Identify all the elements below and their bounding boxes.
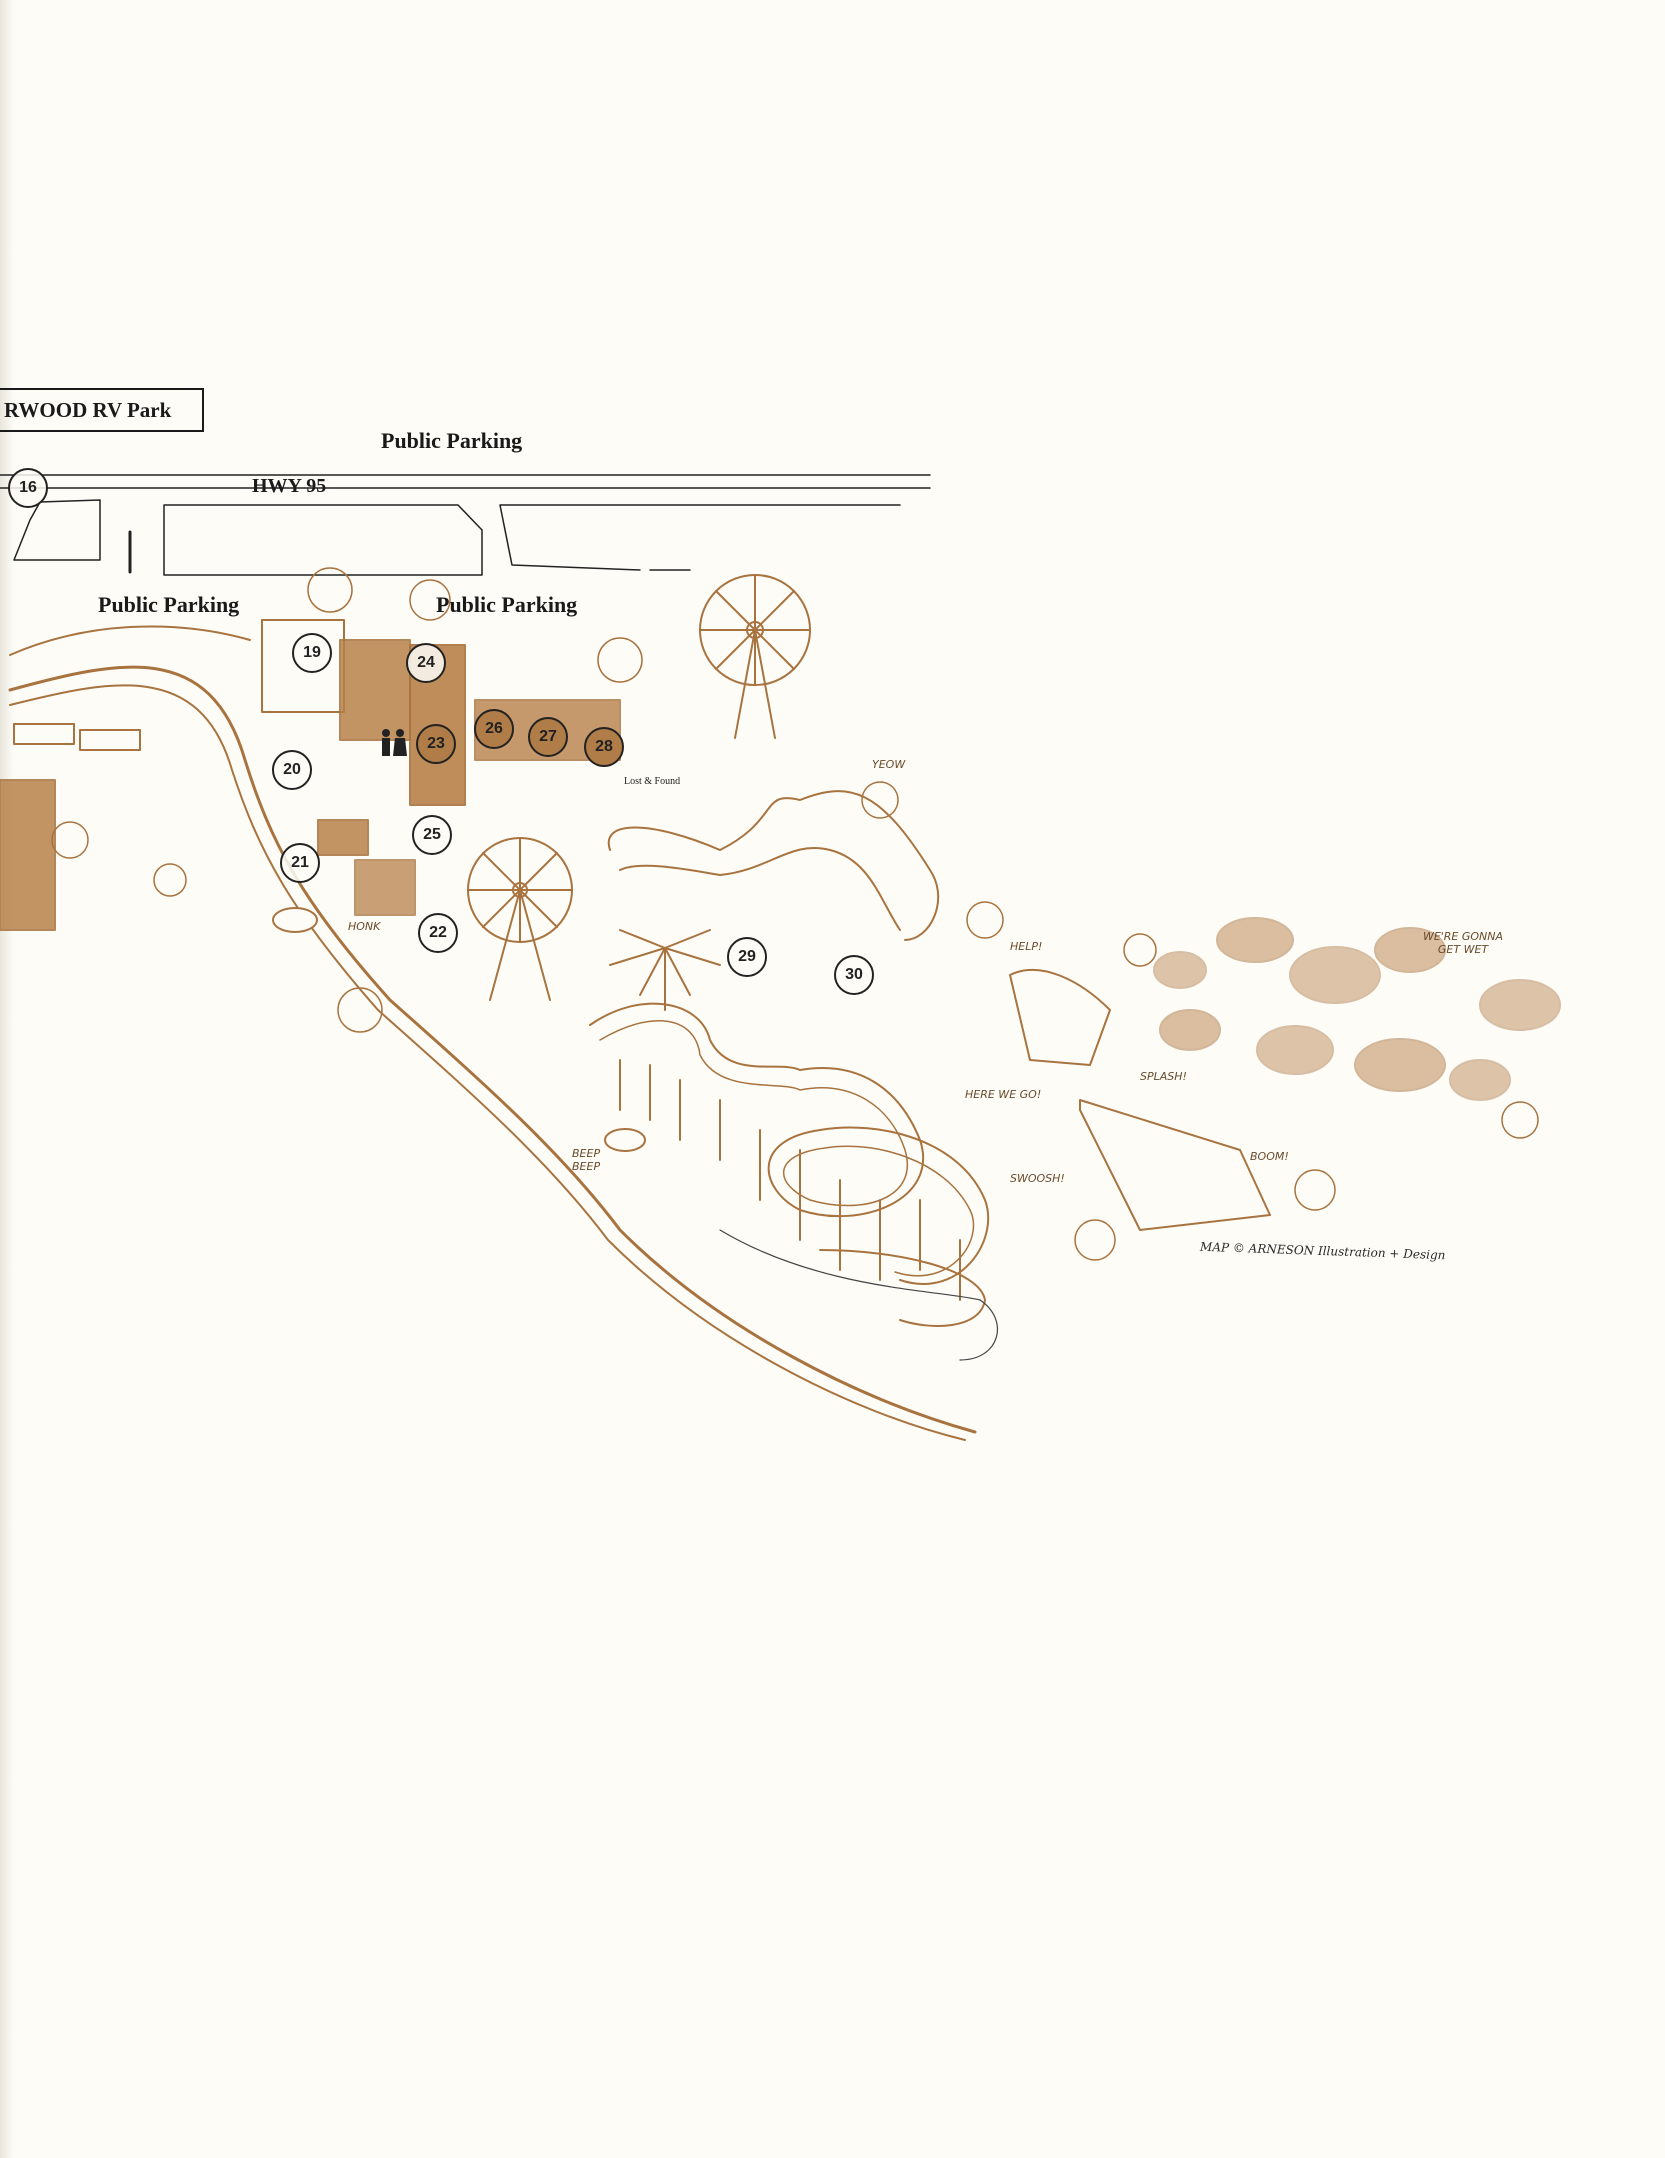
parking-lot-center [163, 504, 483, 576]
train-path [9, 625, 251, 656]
roller-coaster-track-2 [599, 1019, 975, 1277]
restroom-icon [382, 729, 407, 756]
bumper-pool [1079, 1099, 1271, 1231]
sound-wet: WE'RE GONNA GET WET [1422, 930, 1504, 956]
trees [51, 567, 1539, 1261]
location-marker-20[interactable]: 20 [272, 750, 312, 790]
coaster-loop-base [819, 1249, 986, 1327]
ferris-wheel-small [467, 837, 573, 1001]
car-1 [272, 907, 318, 933]
lost-and-found-label: Lost & Found [624, 776, 681, 787]
water-slide [607, 790, 940, 941]
train-car-2 [79, 729, 141, 751]
location-marker-21[interactable]: 21 [280, 843, 320, 883]
sound-splash: SPLASH! [1140, 1070, 1187, 1083]
parking-lot-right [499, 504, 901, 571]
building-21 [317, 819, 369, 856]
location-marker-19[interactable]: 19 [292, 633, 332, 673]
sound-beep: BEEP BEEP [572, 1147, 601, 1173]
sound-swoosh: SWOOSH! [1010, 1172, 1065, 1185]
location-marker-30[interactable]: 30 [834, 955, 874, 995]
building-19-shed [339, 639, 411, 741]
location-marker-28[interactable]: 28 [584, 727, 624, 767]
page-binding-edge [0, 0, 14, 2158]
location-marker-16[interactable]: 16 [8, 468, 48, 508]
location-marker-29[interactable]: 29 [727, 937, 767, 977]
rock-pile [1153, 917, 1561, 1101]
location-marker-25[interactable]: 25 [412, 815, 452, 855]
public-parking-left-label: Public Parking [98, 592, 240, 617]
building-22 [354, 859, 416, 916]
train-car-1 [13, 723, 75, 745]
rv-park-label: RWOOD RV Park [0, 388, 204, 432]
location-marker-26[interactable]: 26 [474, 709, 514, 749]
lower-road [719, 1229, 998, 1361]
sound-here-we-go: HERE WE GO! [965, 1088, 1042, 1101]
building-left-edge [0, 779, 56, 931]
railroad-track-inner [9, 684, 966, 1441]
sound-help: HELP! [1010, 940, 1043, 953]
public-parking-mid-label: Public Parking [436, 592, 578, 617]
railroad-track [8, 665, 977, 1434]
swing-ride [609, 929, 721, 1011]
coaster-supports [619, 1059, 961, 1301]
sound-honk: HONK [348, 920, 381, 933]
roller-coaster-track-1 [589, 1002, 990, 1285]
highway-label: HWY 95 [252, 475, 327, 497]
location-marker-27[interactable]: 27 [528, 717, 568, 757]
location-marker-22[interactable]: 22 [418, 913, 458, 953]
car-2 [604, 1128, 646, 1152]
location-marker-23[interactable]: 23 [416, 724, 456, 764]
parking-lot-left [13, 499, 101, 561]
sound-yeow: YEOW [872, 758, 906, 771]
sound-boom: BOOM! [1250, 1150, 1289, 1163]
location-marker-24[interactable]: 24 [406, 643, 446, 683]
public-parking-top-label: Public Parking [381, 428, 523, 453]
pirate-ship-ride [1009, 969, 1111, 1066]
ferris-wheel-large [699, 574, 811, 739]
